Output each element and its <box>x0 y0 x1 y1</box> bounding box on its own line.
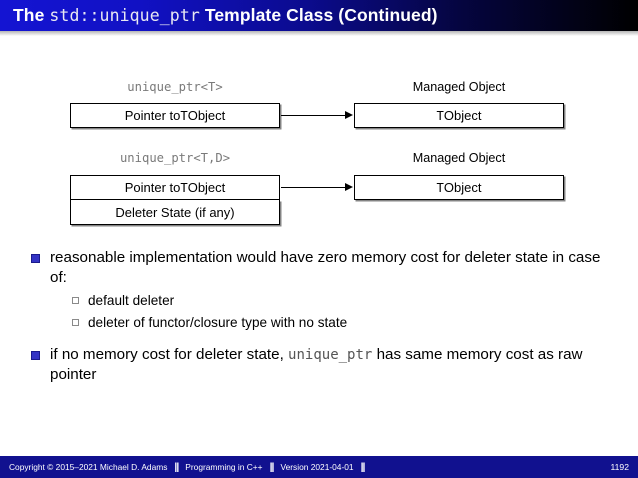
sub-bullet-square-icon <box>72 319 79 326</box>
footer-version: Version 2021-04-01 <box>280 462 354 472</box>
diagram2-pointer-prefix: Pointer to <box>124 180 181 195</box>
diagram2-object-suffix: Object <box>443 180 482 195</box>
diagram2-arrow-head-icon <box>345 183 353 191</box>
diagram1-pointer-prefix: Pointer to <box>124 108 181 123</box>
diagram2-object-box: T Object <box>354 175 564 200</box>
sub-bullet-item: default deleter <box>0 291 638 310</box>
diagram1-object-type: T <box>436 108 444 123</box>
sub-bullet-item: deleter of functor/closure type with no … <box>0 313 638 332</box>
diagram2-deleter-label: Deleter State (if any) <box>115 204 235 220</box>
diagram1-pointer-type: T <box>180 108 188 123</box>
footer-copyright: Copyright © 2015–2021 Michael D. Adams <box>9 462 168 472</box>
diagram1-pointer-box: Pointer to T Object <box>70 103 280 128</box>
bullet-text: reasonable implementation would have zer… <box>50 249 601 286</box>
sub-bullet-text: deleter of functor/closure type with no … <box>88 315 348 330</box>
diagram2-pointer-box: Pointer to T Object <box>70 175 280 200</box>
bullet-item: reasonable implementation would have zer… <box>0 248 638 288</box>
bullet-text: if no memory cost for deleter state, uni… <box>50 345 620 385</box>
diagram2-object-type: T <box>436 180 444 195</box>
bullet-square-icon <box>31 351 40 360</box>
footer-course: Programming in C++ <box>185 462 263 472</box>
sub-bullet-text: default deleter <box>88 293 175 308</box>
diagram1-object-suffix: Object <box>443 108 482 123</box>
diagram2-deleter-box: Deleter State (if any) <box>70 200 280 225</box>
title-bar-shadow <box>0 31 638 36</box>
diagram1-pointer-suffix: Object <box>187 108 226 123</box>
title-code: std::unique_ptr <box>49 6 200 25</box>
diagram2-right-label: Managed Object <box>412 151 506 165</box>
slide-body: reasonable implementation would have zer… <box>0 248 638 387</box>
footer-separator: || <box>174 461 179 473</box>
title-prefix: The <box>13 5 50 25</box>
footer-separator: || <box>269 461 275 473</box>
bullet2-part-a: if no memory cost for deleter state, <box>50 346 289 363</box>
slide-footer: Copyright © 2015–2021 Michael D. Adams |… <box>0 456 638 478</box>
title-suffix: Template Class (Continued) <box>199 5 438 25</box>
bullet-item: if no memory cost for deleter state, uni… <box>0 345 638 385</box>
page-number: 1192 <box>610 462 629 472</box>
page-title: The std::unique_ptr Template Class (Cont… <box>0 5 438 26</box>
diagram1-left-label: unique_ptr<T> <box>127 80 223 94</box>
diagram1-arrow-head-icon <box>345 111 353 119</box>
diagram1-object-box: T Object <box>354 103 564 128</box>
footer-separator: || <box>360 461 366 473</box>
diagram2-pointer-suffix: Object <box>187 180 226 195</box>
bullet2-part-b: has same memory cost as raw pointer <box>50 346 583 383</box>
sub-bullet-square-icon <box>72 297 79 304</box>
bullet-square-icon <box>31 254 40 263</box>
diagram2-arrow-line <box>281 187 345 188</box>
diagram1-arrow-line <box>281 115 345 116</box>
diagram2-pointer-type: T <box>180 180 188 195</box>
diagram2-left-label: unique_ptr<T,D> <box>119 151 231 165</box>
footer-left-group: Copyright © 2015–2021 Michael D. Adams |… <box>9 461 371 473</box>
slide-title-bar: The std::unique_ptr Template Class (Cont… <box>0 0 638 31</box>
bullet2-code: unique_ptr <box>288 347 373 363</box>
diagram1-right-label: Managed Object <box>412 80 506 94</box>
